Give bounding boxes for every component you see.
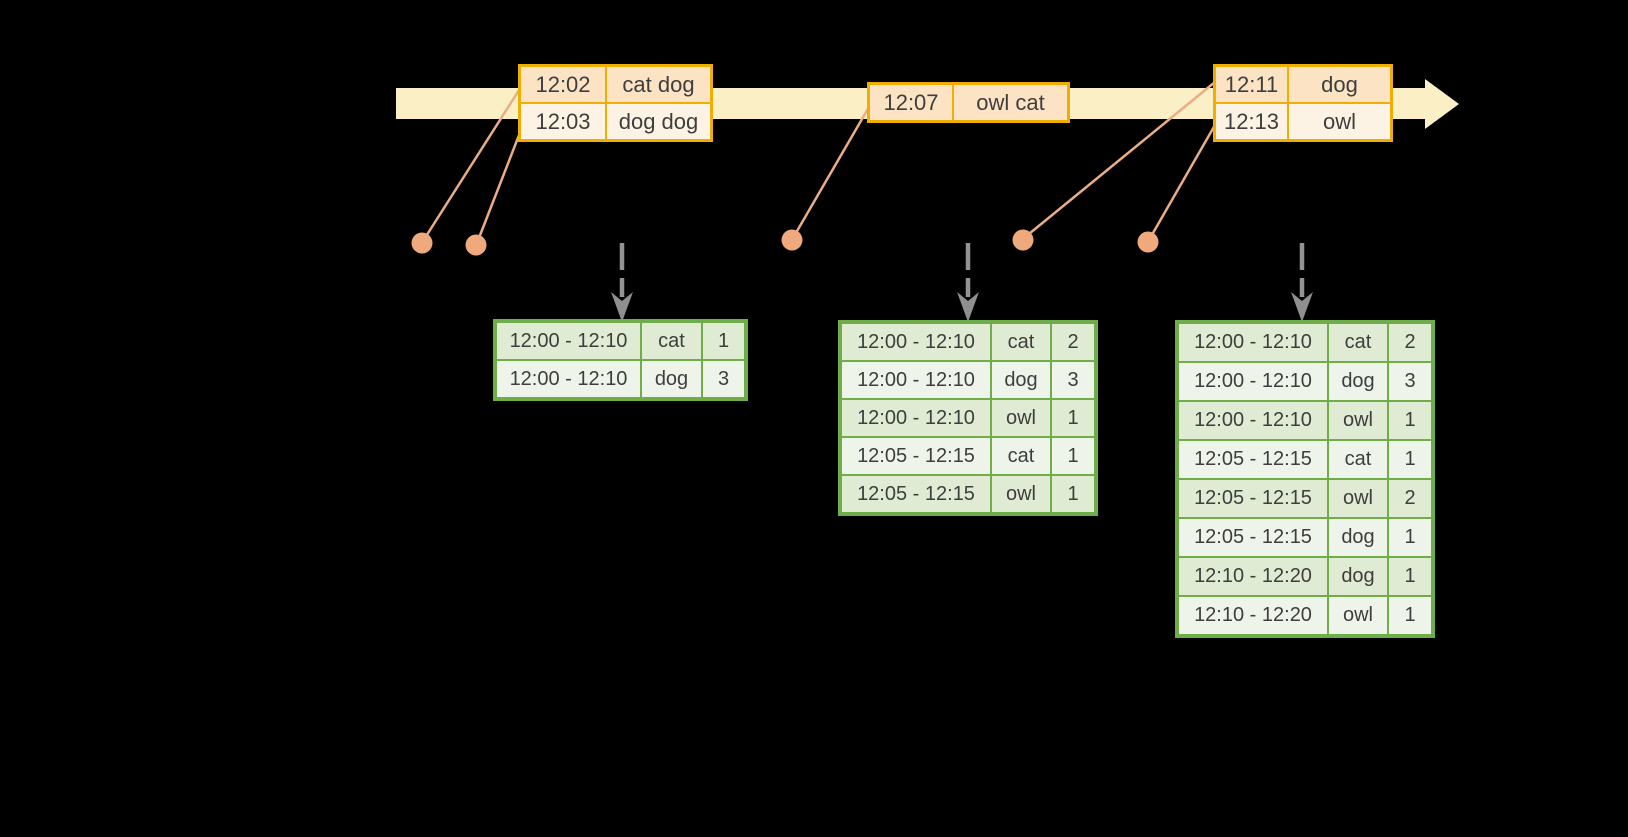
result-table-1: 12:00 - 12:10 cat 1 12:00 - 12:10 dog 3 xyxy=(493,319,748,401)
word-cell: dog xyxy=(642,361,701,397)
count-cell: 3 xyxy=(1052,362,1094,398)
event-table-2: 12:07 owl cat xyxy=(867,82,1070,123)
count-cell: 1 xyxy=(1052,438,1094,474)
count-cell: 1 xyxy=(1389,519,1431,556)
window-cell: 12:00 - 12:10 xyxy=(1179,363,1327,400)
event-time-cell: 12:13 xyxy=(1216,104,1287,139)
event-words-cell: dog xyxy=(1289,67,1390,102)
word-cell: dog xyxy=(1329,558,1387,595)
word-cell: dog xyxy=(992,362,1050,398)
count-cell: 1 xyxy=(1389,402,1431,439)
event-words-cell: owl xyxy=(1289,104,1390,139)
event-dot-1202-icon xyxy=(411,232,433,254)
window-cell: 12:00 - 12:10 xyxy=(842,362,990,398)
window-cell: 12:10 - 12:20 xyxy=(1179,558,1327,595)
word-cell: cat xyxy=(642,323,701,359)
window-cell: 12:05 - 12:15 xyxy=(842,438,990,474)
word-cell: dog xyxy=(1329,363,1387,400)
dashed-down-arrow-icon-1 xyxy=(611,243,633,322)
count-cell: 1 xyxy=(1389,597,1431,634)
count-cell: 1 xyxy=(1052,400,1094,436)
event-words-cell: dog dog xyxy=(607,104,710,139)
window-cell: 12:00 - 12:10 xyxy=(497,323,640,359)
connector-line-1203 xyxy=(475,124,525,244)
word-cell: cat xyxy=(992,324,1050,360)
word-cell: cat xyxy=(1329,324,1387,361)
event-time-cell: 12:07 xyxy=(870,85,952,120)
word-cell: owl xyxy=(1329,402,1387,439)
count-cell: 1 xyxy=(703,323,744,359)
event-dot-1203-icon xyxy=(465,234,487,256)
event-words-cell: cat dog xyxy=(607,67,710,102)
dashed-down-arrow-icon-2 xyxy=(957,243,979,322)
word-cell: owl xyxy=(992,476,1050,512)
window-cell: 12:05 - 12:15 xyxy=(1179,480,1327,517)
count-cell: 1 xyxy=(1389,558,1431,595)
word-cell: owl xyxy=(1329,597,1387,634)
result-table-2: 12:00 - 12:10 cat 2 12:00 - 12:10 dog 3 … xyxy=(838,320,1098,516)
count-cell: 2 xyxy=(1389,480,1431,517)
count-cell: 2 xyxy=(1052,324,1094,360)
event-time-cell: 12:11 xyxy=(1216,67,1287,102)
event-table-3: 12:11 dog 12:13 owl xyxy=(1213,64,1393,142)
word-cell: owl xyxy=(1329,480,1387,517)
count-cell: 3 xyxy=(703,361,744,397)
count-cell: 1 xyxy=(1389,441,1431,478)
window-cell: 12:05 - 12:15 xyxy=(1179,519,1327,556)
event-dot-1213-icon xyxy=(1137,231,1159,253)
event-time-cell: 12:02 xyxy=(521,67,605,102)
word-cell: cat xyxy=(992,438,1050,474)
window-cell: 12:00 - 12:10 xyxy=(842,324,990,360)
connector-line-1213 xyxy=(1147,124,1217,241)
window-cell: 12:05 - 12:15 xyxy=(842,476,990,512)
window-cell: 12:10 - 12:20 xyxy=(1179,597,1327,634)
word-cell: dog xyxy=(1329,519,1387,556)
result-table-3: 12:00 - 12:10 cat 2 12:00 - 12:10 dog 3 … xyxy=(1175,320,1435,638)
connector-line-1202 xyxy=(421,86,523,242)
event-words-cell: owl cat xyxy=(954,85,1067,120)
count-cell: 2 xyxy=(1389,324,1431,361)
event-table-1: 12:02 cat dog 12:03 dog dog xyxy=(518,64,713,142)
word-cell: cat xyxy=(1329,441,1387,478)
count-cell: 3 xyxy=(1389,363,1431,400)
timeline-arrowhead-icon xyxy=(1425,79,1459,129)
event-dot-1211-icon xyxy=(1012,229,1034,251)
dashed-down-arrow-icon-3 xyxy=(1291,243,1313,322)
window-cell: 12:00 - 12:10 xyxy=(497,361,640,397)
event-dot-1207-icon xyxy=(781,229,803,251)
word-cell: owl xyxy=(992,400,1050,436)
event-time-cell: 12:03 xyxy=(521,104,605,139)
connector-line-1211 xyxy=(1023,81,1216,239)
connector-line-1207 xyxy=(791,106,871,239)
window-cell: 12:00 - 12:10 xyxy=(1179,324,1327,361)
window-cell: 12:05 - 12:15 xyxy=(1179,441,1327,478)
count-cell: 1 xyxy=(1052,476,1094,512)
window-cell: 12:00 - 12:10 xyxy=(1179,402,1327,439)
window-cell: 12:00 - 12:10 xyxy=(842,400,990,436)
